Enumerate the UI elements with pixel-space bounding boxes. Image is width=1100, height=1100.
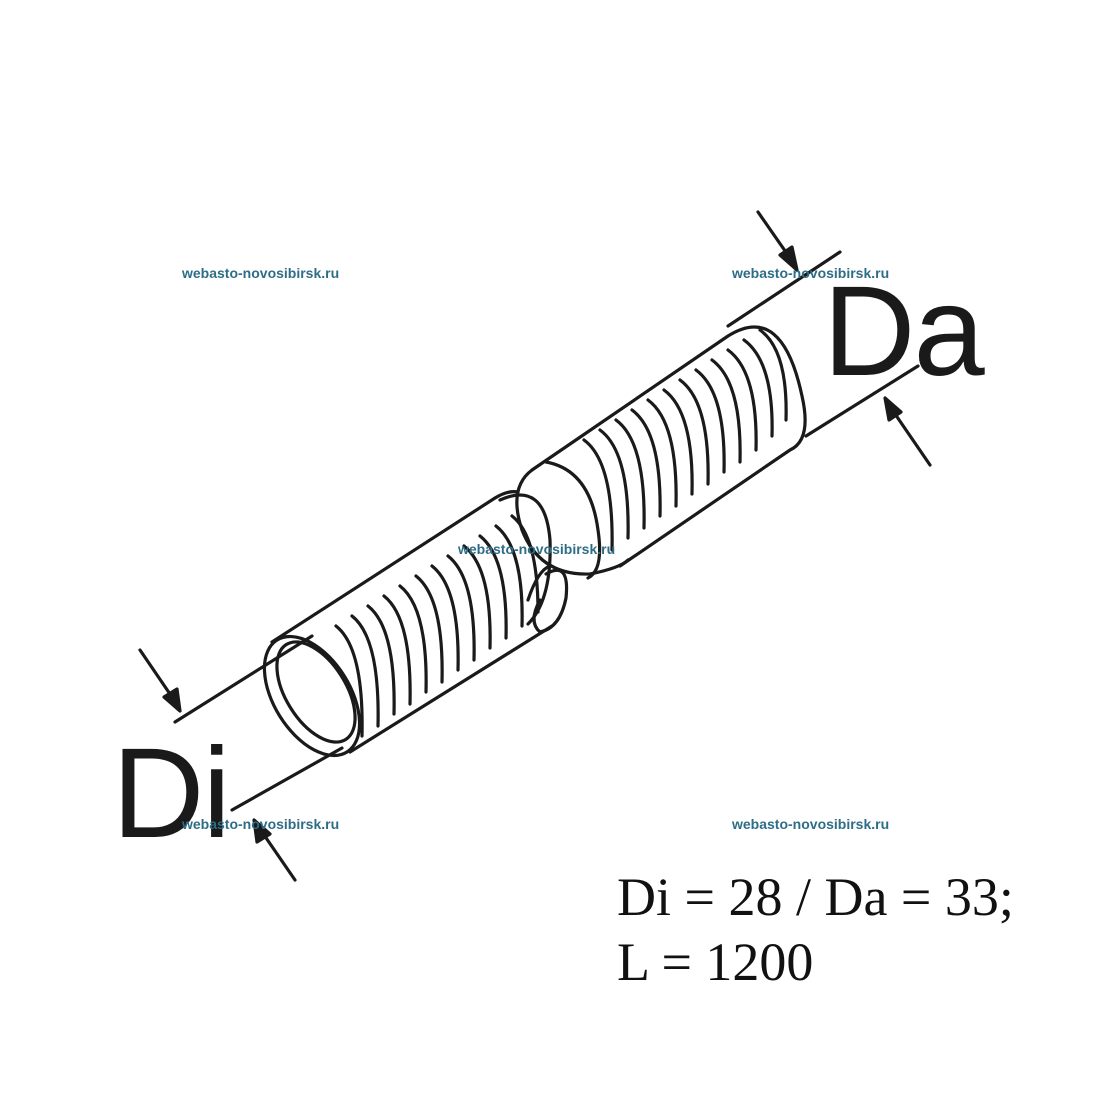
da-extension-line-upper: [726, 250, 842, 328]
hose-left-coupling-end: [498, 493, 552, 626]
hose-left-outline: [270, 490, 554, 754]
di-arrow-upper-shaft: [138, 648, 174, 699]
di-extension-line-upper: [173, 634, 314, 724]
da-arrow-lower-shaft: [891, 409, 932, 467]
hose-right-start-ring: [515, 468, 630, 576]
hose-right-corrugations: [582, 328, 788, 552]
spec-diameters: Di = 28 / Da = 33;: [617, 867, 1014, 927]
spec-length: L = 1200: [617, 932, 814, 992]
di-arrow-lower-head: [252, 818, 272, 844]
watermark-text: webasto-novosibirsk.ru: [182, 816, 340, 832]
watermark-text: webasto-novosibirsk.ru: [182, 265, 340, 281]
watermark-text: webasto-novosibirsk.ru: [458, 541, 616, 557]
hose-right-outline: [530, 325, 807, 568]
outer-diameter-label: Da: [823, 260, 985, 403]
hose-left-corrugations: [334, 514, 540, 738]
inner-diameter-label: Di: [112, 722, 231, 865]
hose-left-end-rim-inner: [275, 640, 357, 744]
di-arrow-lower-shaft: [260, 830, 297, 882]
hose-left-end-rim-outer: [262, 634, 362, 758]
hose-right-start-ring-back: [544, 460, 602, 580]
hose-coupling-clamp: [532, 568, 569, 634]
di-extension-line-lower: [230, 746, 344, 812]
hose-coupling-tab: [526, 564, 552, 602]
da-extension-line-lower: [804, 364, 920, 438]
da-arrow-upper-head: [778, 245, 799, 272]
watermark-text: webasto-novosibirsk.ru: [732, 816, 890, 832]
di-arrow-upper-head: [162, 687, 182, 713]
da-arrow-lower-head: [883, 396, 903, 422]
watermark-text: webasto-novosibirsk.ru: [732, 265, 890, 281]
